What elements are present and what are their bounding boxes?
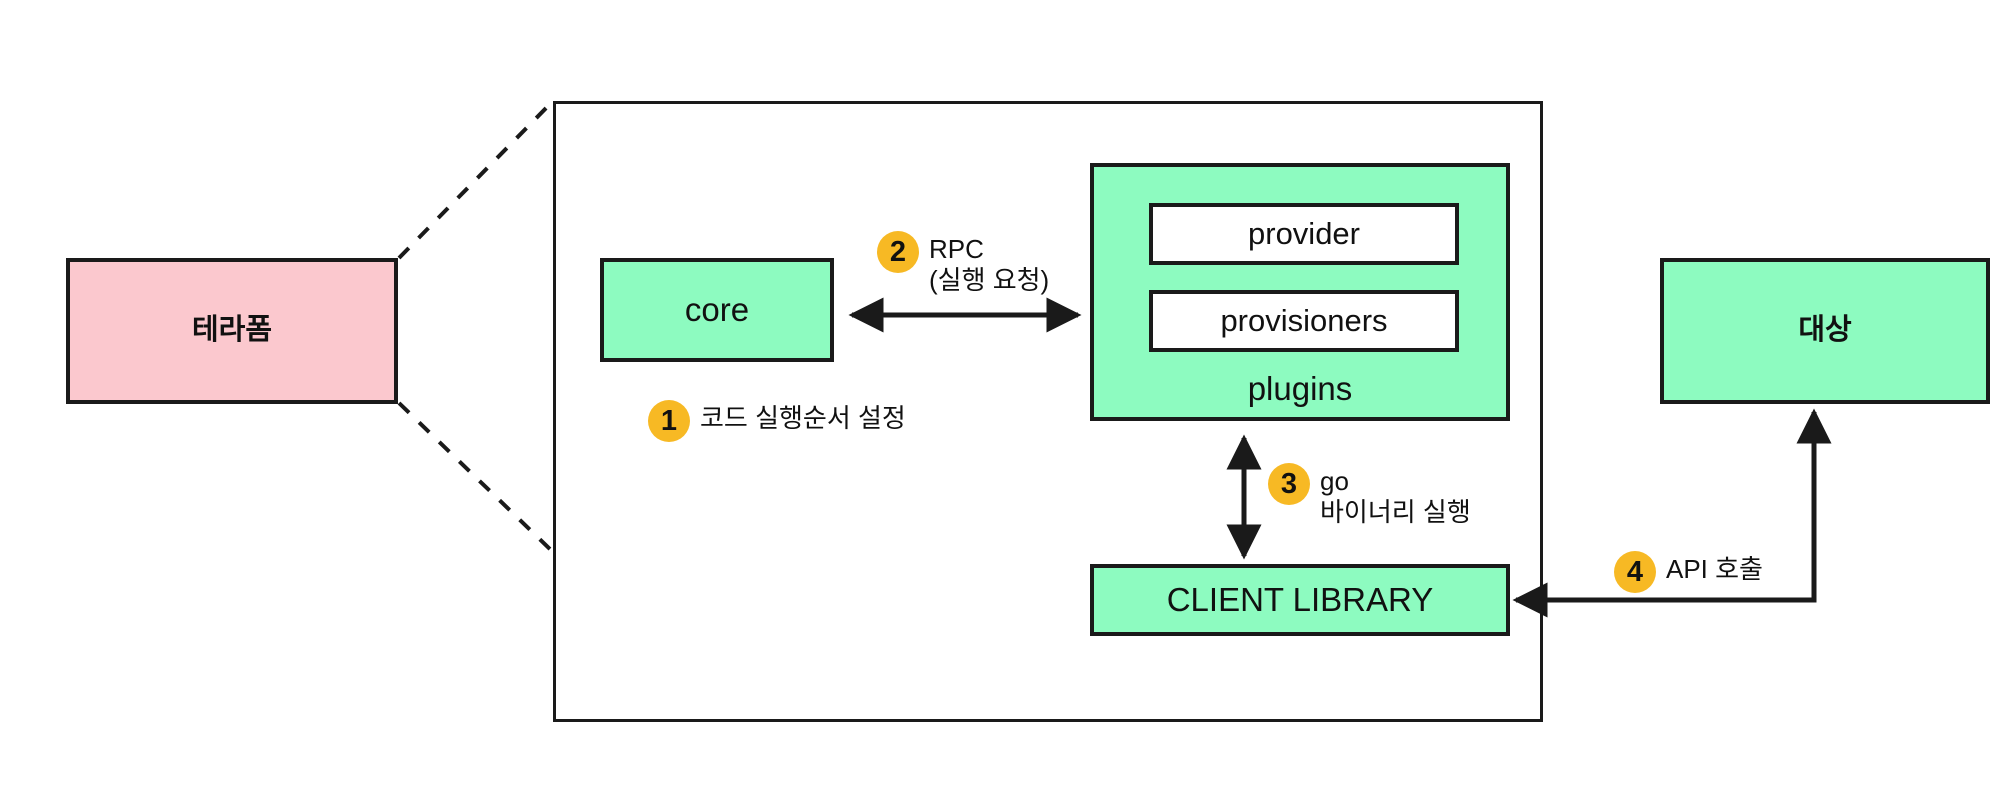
step-3-callout: 3 go 바이너리 실행 [1268, 463, 1471, 527]
step-1-text: 코드 실행순서 설정 [700, 403, 906, 433]
plugins-label: plugins [1247, 370, 1353, 407]
provisioners-label: provisioners [1220, 302, 1388, 338]
step-4-text: API 호출 [1666, 554, 1763, 584]
core-label: core [684, 290, 750, 328]
client-library-label: CLIENT LIBRARY [1166, 580, 1434, 618]
target-label: 대상 [1798, 314, 1852, 347]
terraform-box[interactable]: 테라폼 [66, 258, 398, 404]
step-1-badge: 1 [648, 400, 690, 442]
provider-label: provider [1248, 215, 1360, 251]
step-2-text: RPC (실행 요청) [929, 234, 1050, 295]
step-3-text: go 바이너리 실행 [1320, 466, 1471, 527]
step-2-callout: 2 RPC (실행 요청) [877, 231, 1049, 295]
core-box[interactable]: core [600, 258, 834, 362]
provisioners-box[interactable]: provisioners [1149, 290, 1459, 352]
step-2-badge: 2 [877, 231, 919, 273]
step-4-badge: 4 [1614, 551, 1656, 593]
target-box[interactable]: 대상 [1660, 258, 1990, 404]
dashed-leader-bottom [397, 401, 555, 554]
dashed-leader-top [397, 99, 555, 260]
step-3-badge: 3 [1268, 463, 1310, 505]
provider-box[interactable]: provider [1149, 203, 1459, 265]
step-1-callout: 1 코드 실행순서 설정 [648, 400, 906, 442]
terraform-label: 테라폼 [191, 314, 273, 347]
step-4-callout: 4 API 호출 [1614, 551, 1763, 593]
terraform-internals-boundary [553, 101, 1543, 722]
client-library-box[interactable]: CLIENT LIBRARY [1090, 564, 1510, 636]
